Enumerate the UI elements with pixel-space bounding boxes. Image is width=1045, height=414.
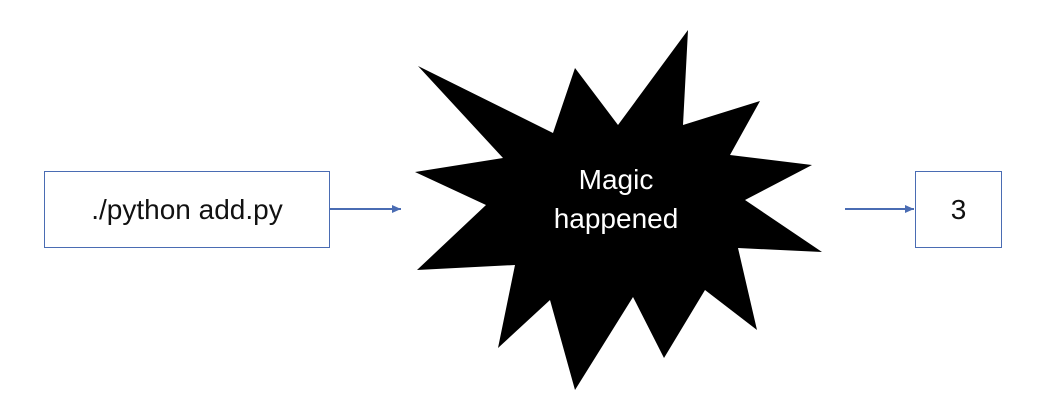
output-box: 3 <box>915 171 1002 248</box>
magic-label-line1: Magic <box>578 164 654 195</box>
magic-label: Magic happened <box>496 160 736 238</box>
magic-label-line2: happened <box>553 203 679 234</box>
input-label: ./python add.py <box>91 193 283 225</box>
magic-burst <box>415 30 822 390</box>
output-label: 3 <box>950 193 967 225</box>
input-box: ./python add.py <box>44 171 330 248</box>
